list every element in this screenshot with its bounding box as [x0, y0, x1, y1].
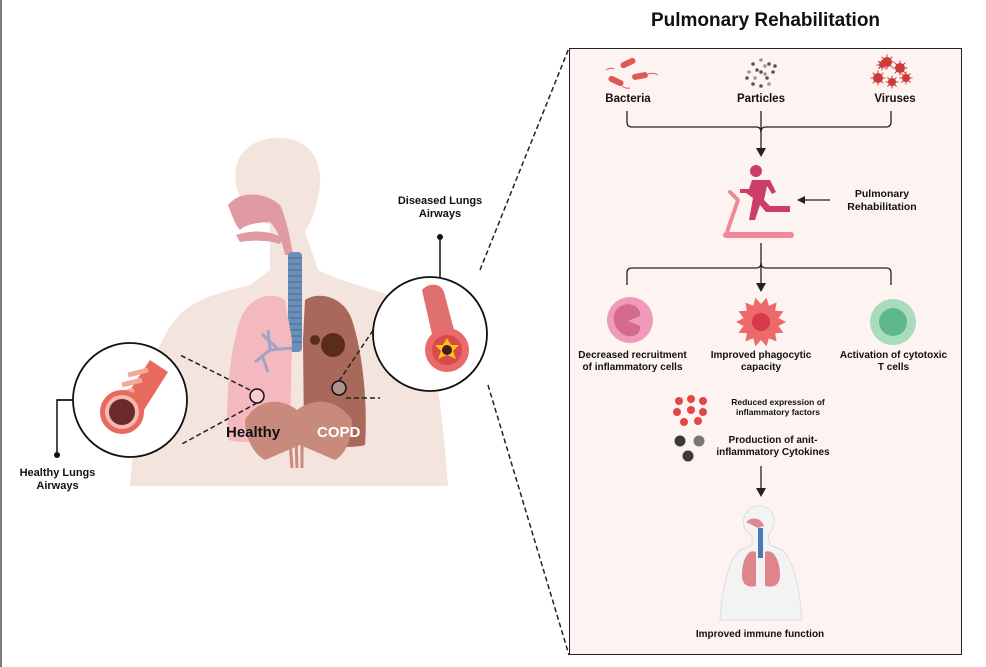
outcome-label: Improved immune function — [695, 629, 825, 640]
bronchi-healthy — [254, 329, 293, 373]
effect-label-tcells: Activation of cytotoxic T cells — [836, 350, 951, 374]
effect-2-line-1: Activation of cytotoxic — [839, 350, 948, 361]
diseased-callout-line-2: Airways — [418, 208, 462, 221]
red-dots-icon — [673, 395, 707, 426]
factor-label-cytokines: Production of anit- inflammatory Cytokin… — [713, 435, 833, 459]
treadmill-runner-icon — [723, 165, 794, 238]
healthy-callout-line-1: Healthy Lungs — [19, 467, 96, 479]
bacteria-icon — [605, 57, 659, 89]
phagocyte-cell-icon — [736, 297, 786, 347]
oral-cavity — [236, 231, 282, 244]
diaphragm — [245, 401, 352, 460]
copd-lesion — [321, 333, 345, 357]
trachea — [288, 252, 302, 352]
effect-2-line-2: T cells — [877, 362, 910, 373]
source-label-viruses: Viruses — [874, 93, 916, 105]
diseased-airways-callout: Diseased Lungs Airways — [380, 195, 500, 221]
healthy-airway-magnified — [54, 342, 188, 458]
page-title: Pulmonary Rehabilitation — [650, 10, 881, 31]
effect-0-line-2: of inflammatory cells — [582, 362, 683, 373]
healthy-callout-line-2: Airways — [36, 480, 79, 493]
source-label-particles: Particles — [737, 93, 785, 105]
factor-1-line-2: inflammatory Cytokines — [716, 447, 830, 458]
arrow-to-effects — [756, 283, 766, 292]
intervention-label-line-2: Rehabilitation — [847, 200, 917, 213]
effect-label-recruitment: Decreased recruitment of inflammatory ce… — [575, 350, 690, 374]
diaphragm-crura — [288, 439, 304, 469]
factor-0-line-1: Reduced expression of — [731, 397, 825, 407]
sources-bracket — [626, 111, 892, 150]
healthy-airways-callout: Healthy Lungs Airways — [10, 467, 105, 493]
healthy-lung-label: Healthy — [226, 424, 281, 441]
arrowhead-left — [797, 196, 805, 204]
effect-0-line-1: Decreased recruitment — [578, 350, 687, 361]
effect-1-line-1: Improved phagocytic — [710, 350, 812, 361]
copd-lung-label: COPD — [317, 424, 361, 441]
source-label-bacteria: Bacteria — [605, 93, 651, 105]
nasal-cavity — [228, 194, 293, 255]
intervention-label: Pulmonary Rehabilitation — [832, 188, 932, 213]
factor-label-reduced: Reduced expression of inflammatory facto… — [718, 397, 838, 417]
neutrophil-cell-icon — [607, 297, 653, 343]
factor-0-line-2: inflammatory factors — [735, 407, 821, 418]
copd-lesion-small — [310, 335, 320, 345]
diseased-callout-line-1: Diseased Lungs — [397, 195, 483, 207]
arrow-to-outcome — [756, 488, 766, 497]
effects-bracket — [626, 243, 892, 285]
t-cell-icon — [870, 299, 916, 345]
diseased-airway-magnified — [372, 234, 488, 392]
factor-1-line-1: Production of anit- — [728, 435, 818, 446]
left-edge-bar — [0, 0, 2, 667]
cytokines-icon — [674, 435, 705, 462]
particles-icon — [745, 58, 777, 88]
viruses-icon — [870, 54, 913, 89]
effect-label-phagocytic: Improved phagocytic capacity — [705, 350, 817, 374]
effect-1-line-2: capacity — [740, 362, 782, 373]
intervention-label-line-1: Pulmonary — [854, 188, 910, 200]
arrow-to-intervention — [756, 148, 766, 157]
respiratory-system-icon — [719, 505, 803, 621]
